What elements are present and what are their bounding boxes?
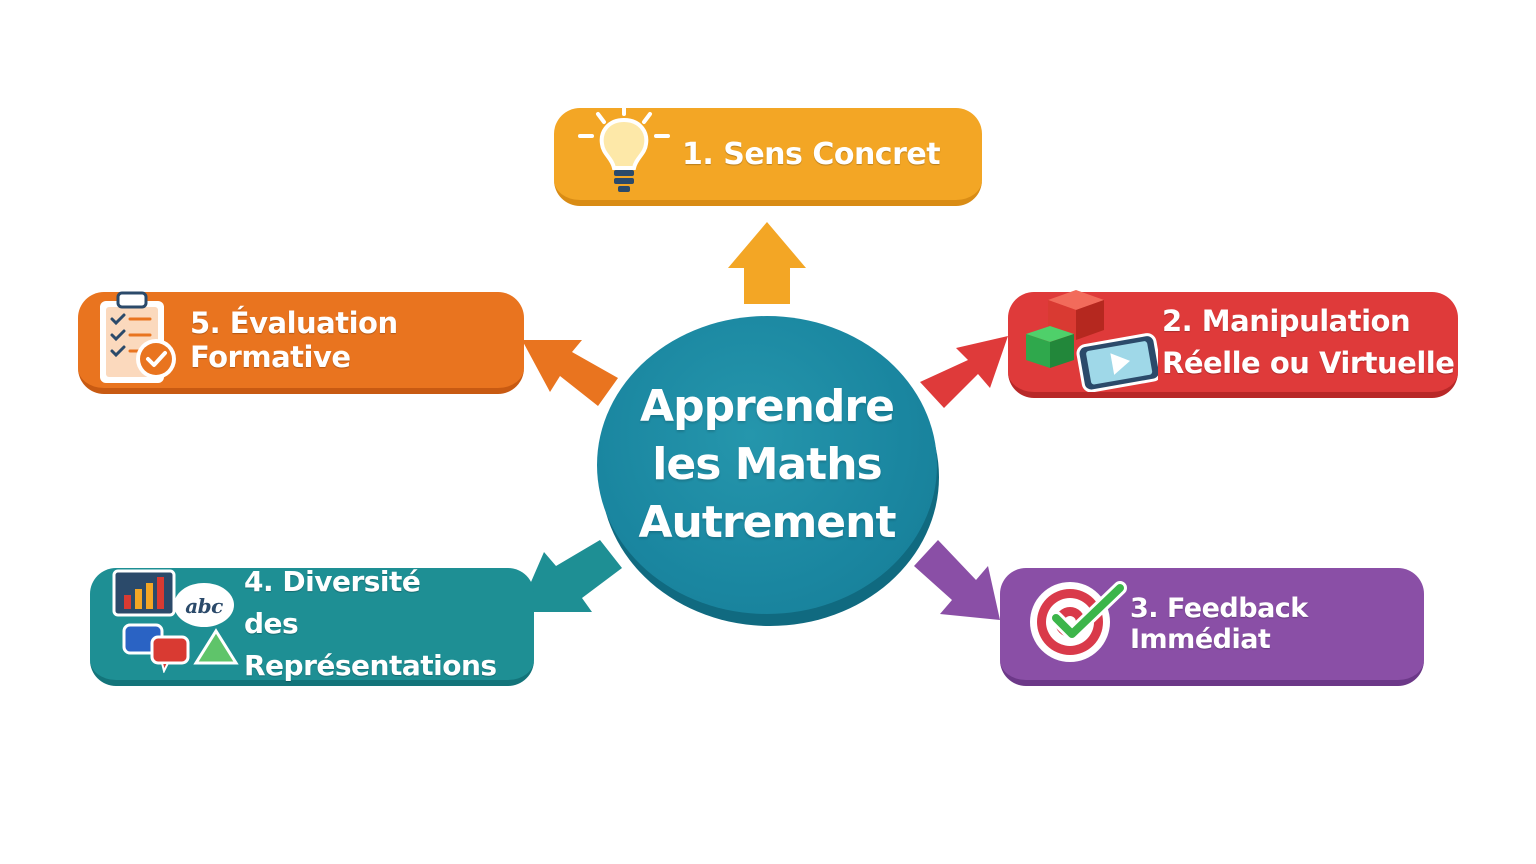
node-label-diversite: 4. Diversité des Représentations (244, 565, 497, 682)
arrow-to-diversite (518, 540, 622, 612)
arrow-to-manipulation (920, 336, 1008, 408)
arrow-to-evaluation (522, 340, 618, 406)
node-diversite: abc 4. Diversité des Représentations (90, 565, 534, 686)
node-manipulation: 2. Manipulation Réelle ou Virtuelle (1008, 289, 1458, 398)
svg-text:abc: abc (185, 594, 223, 618)
clipboard-check-icon (94, 287, 184, 394)
target-check-icon (1026, 576, 1130, 673)
cubes-tablet-icon (1018, 282, 1162, 403)
central-title: Apprendre les Maths Autrement (638, 381, 897, 548)
arrow-to-sens-concret (728, 222, 806, 304)
central-disc: Apprendre les Maths Autrement (597, 316, 937, 614)
node-label-evaluation: 5. Évaluation Formative (190, 306, 398, 374)
node-feedback: 3. Feedback Immédiat (1000, 568, 1424, 686)
node-label-feedback: 3. Feedback Immédiat (1130, 593, 1308, 655)
node-sens-concret: 1. Sens Concret (554, 102, 982, 206)
arrow-to-feedback (914, 540, 1000, 620)
central-topic: Apprendre les Maths Autrement (597, 316, 939, 626)
node-label-sens-concret: 1. Sens Concret (682, 136, 941, 172)
chart-speech-icon: abc (112, 563, 240, 685)
lightbulb-icon (574, 100, 674, 208)
node-label-manipulation: 2. Manipulation Réelle ou Virtuelle (1162, 304, 1455, 380)
node-evaluation: 5. Évaluation Formative (78, 291, 524, 394)
